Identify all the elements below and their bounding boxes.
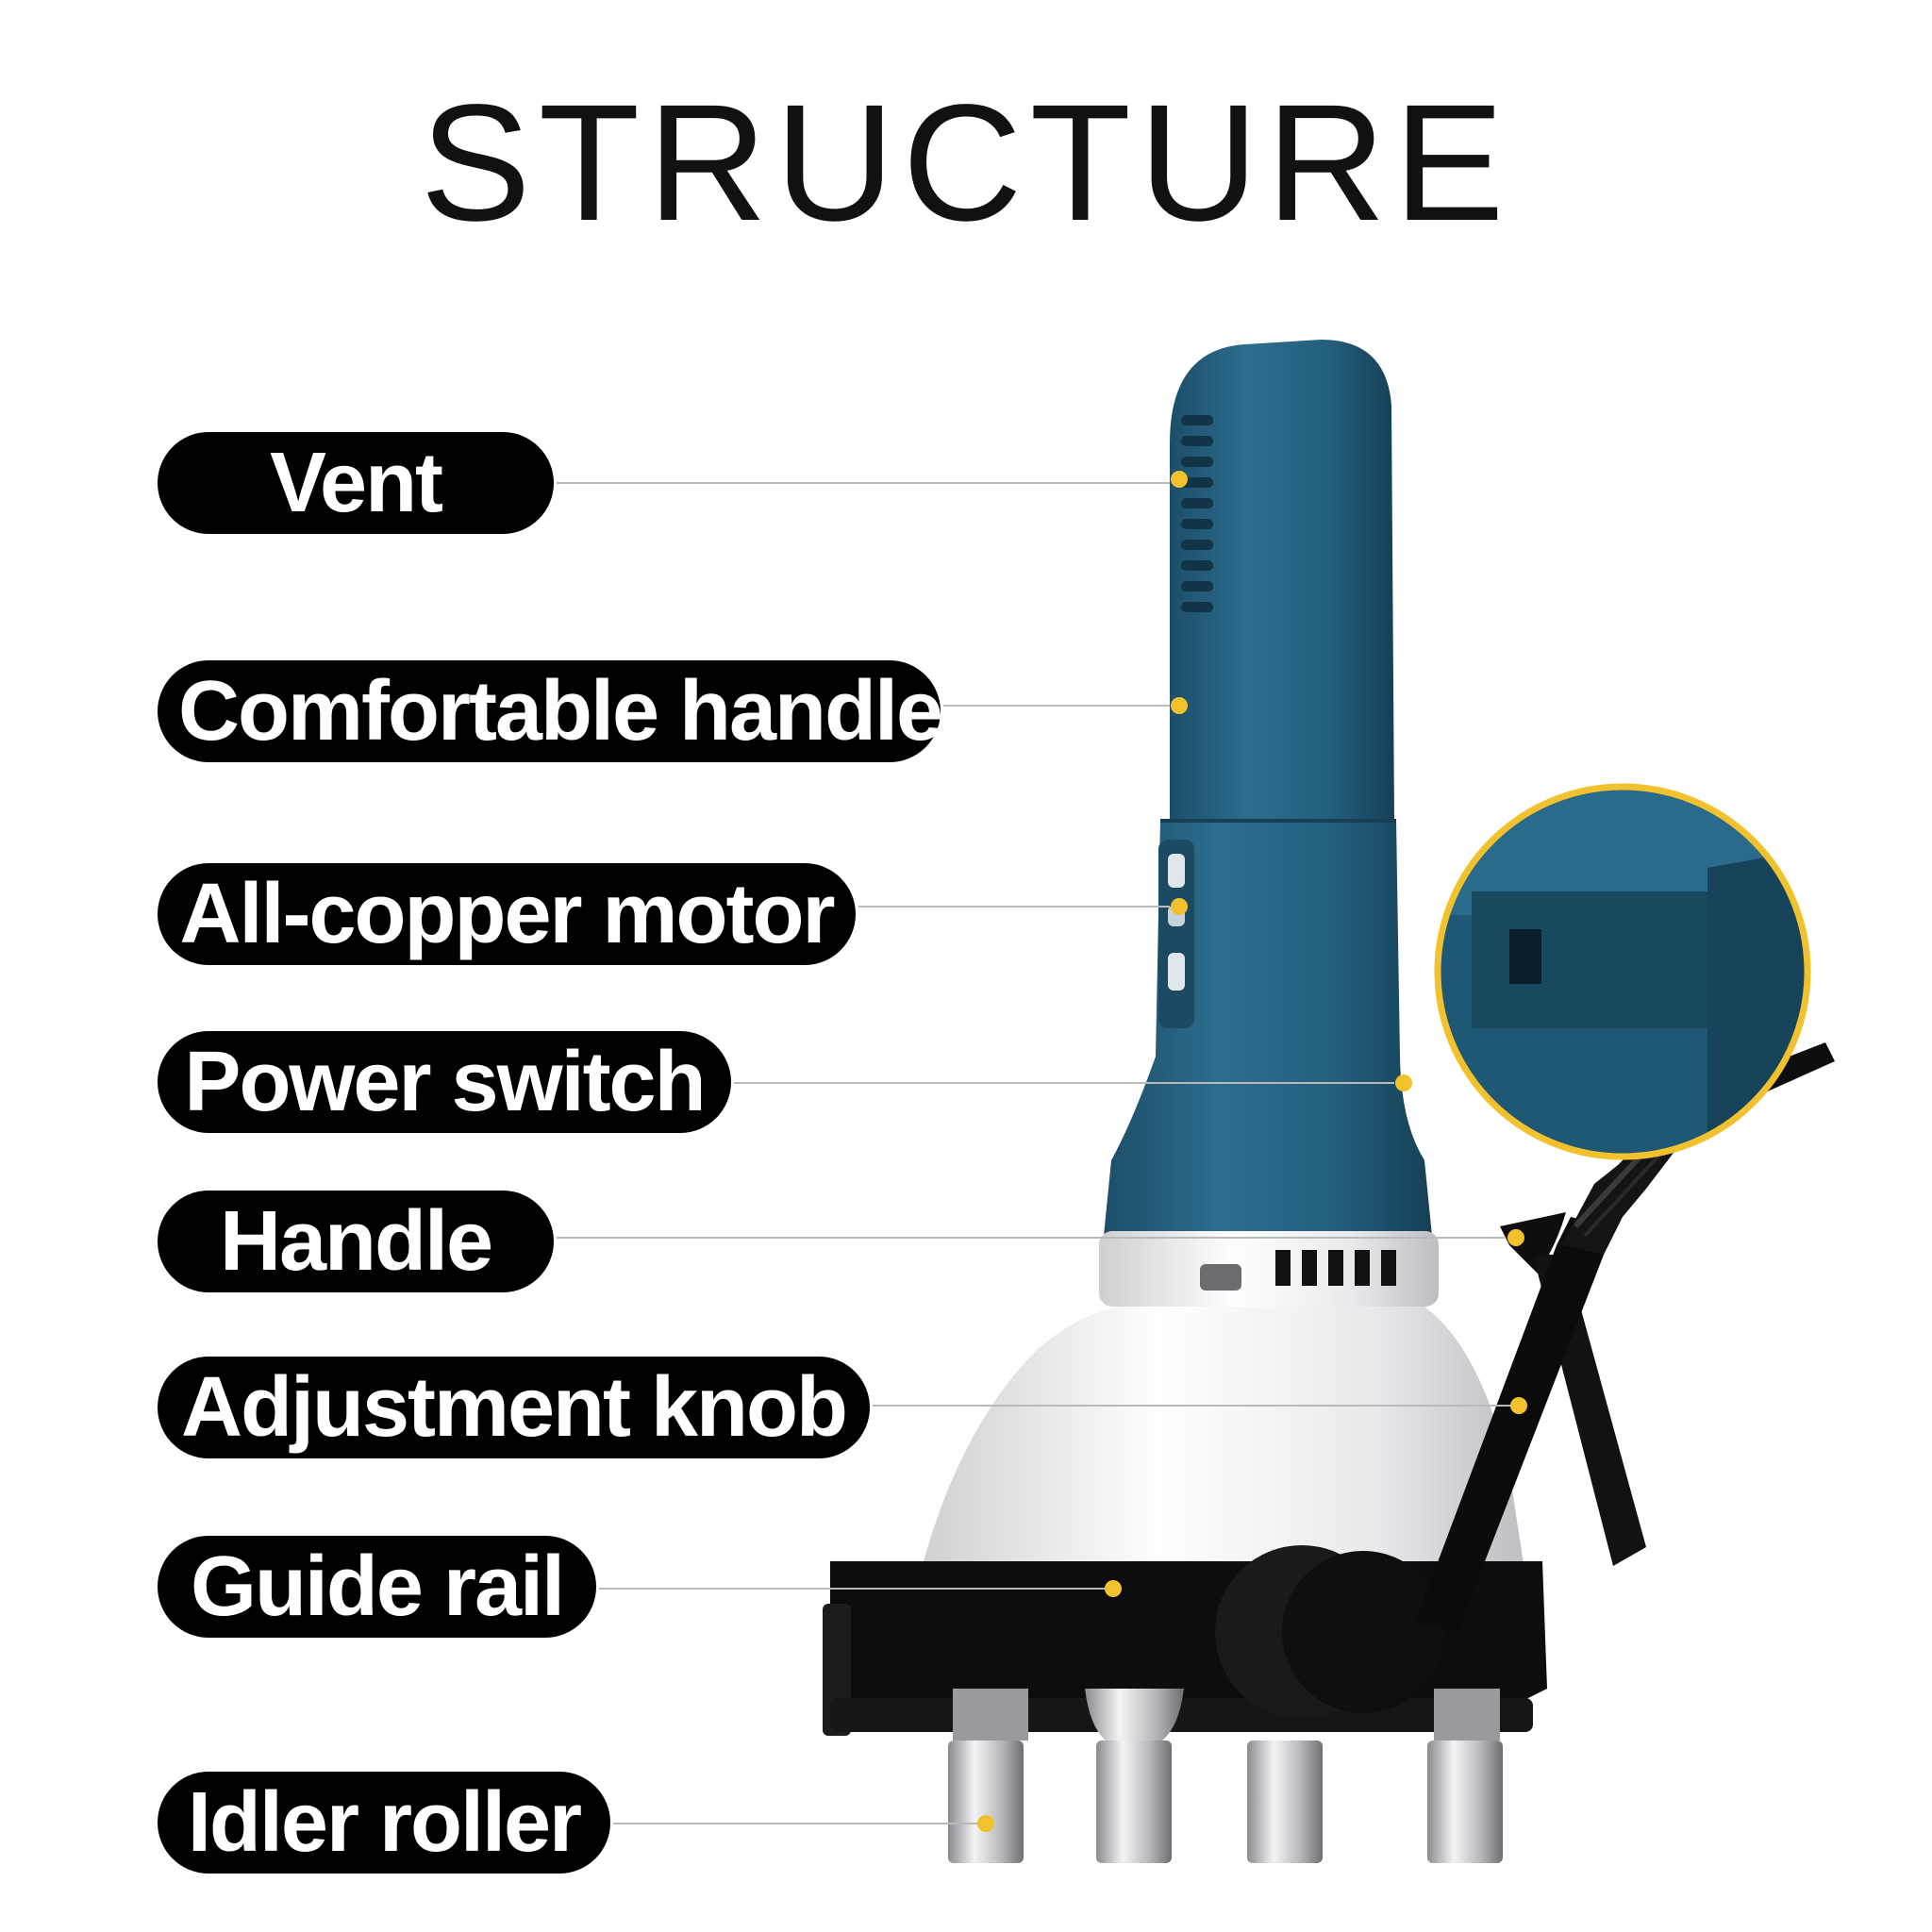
callout-dot-handle	[1507, 1229, 1524, 1246]
silver-collar	[1099, 1231, 1439, 1307]
comfortable-handle-body	[1170, 340, 1394, 821]
page-title: STRUCTURE	[420, 71, 1512, 256]
callout-dot-vent	[1171, 471, 1188, 488]
label-all-copper-motor: All-copper motor	[158, 863, 856, 965]
power-switch-zoom	[1434, 783, 1811, 1160]
label-guide-rail: Guide rail	[158, 1536, 596, 1638]
callout-dots	[977, 471, 1527, 1832]
leader-lines	[557, 482, 1519, 1824]
callout-dot-all-copper-motor	[1171, 898, 1188, 915]
callout-dot-power-switch	[1395, 1074, 1412, 1091]
callout-dot-adjustment-knob	[1510, 1397, 1527, 1414]
vent-slots	[1181, 415, 1213, 612]
silver-dome	[915, 1307, 1528, 1594]
label-idler-roller: Idler roller	[158, 1772, 610, 1874]
label-handle: Handle	[158, 1191, 554, 1292]
callout-dot-comfortable-handle	[1171, 697, 1188, 714]
idler-rollers	[948, 1689, 1503, 1863]
label-comfortable-handle: Comfortable handle	[158, 660, 943, 762]
label-adjustment-knob: Adjustment knob	[158, 1357, 870, 1458]
label-vent: Vent	[158, 432, 554, 534]
label-power-switch: Power switch	[158, 1031, 731, 1133]
motor-housing	[1104, 819, 1432, 1236]
callout-dot-guide-rail	[1105, 1580, 1122, 1597]
callout-dot-idler-roller	[977, 1815, 994, 1832]
